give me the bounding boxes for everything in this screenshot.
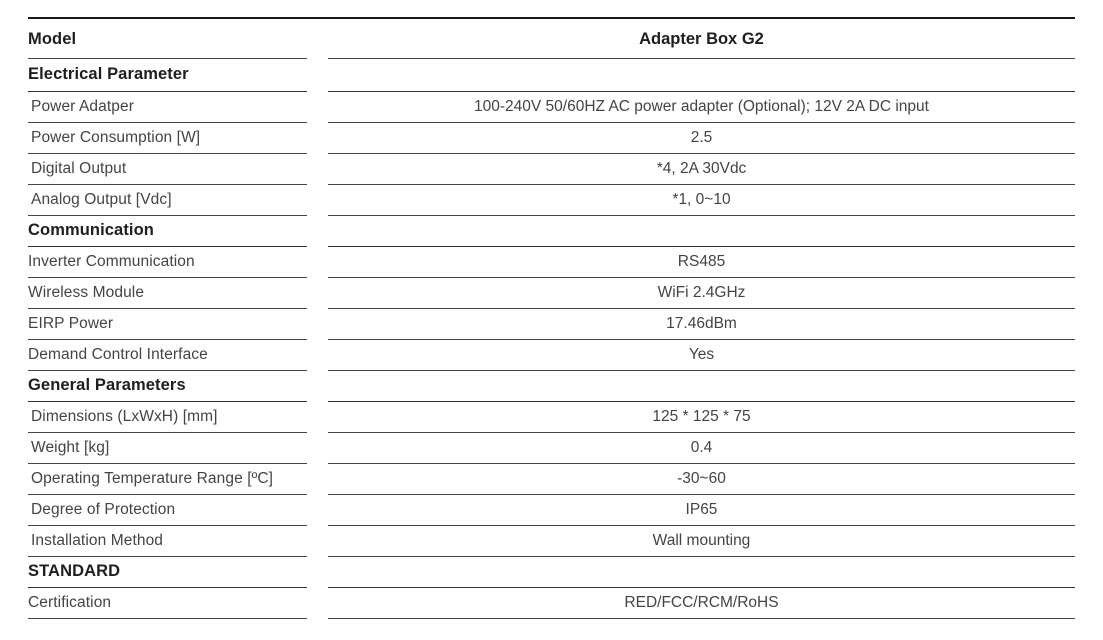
spec-label: Installation Method <box>31 531 164 549</box>
spec-row-dimensions: Dimensions (LxWxH) [mm] 125 * 125 * 75 <box>28 401 1075 433</box>
row-divider <box>28 339 307 340</box>
header-row: Model Adapter Box G2 <box>28 20 1075 59</box>
spec-value: RS485 <box>677 252 726 270</box>
row-divider <box>328 432 1075 433</box>
spec-label: Operating Temperature Range [ºC] <box>31 469 274 487</box>
spec-row-power-consumption: Power Consumption [W] 2.5 <box>28 122 1075 154</box>
row-divider <box>28 618 307 619</box>
row-divider <box>328 556 1075 557</box>
model-label: Model <box>28 29 77 48</box>
row-divider <box>28 91 307 92</box>
row-divider <box>328 122 1075 123</box>
section-standard: STANDARD <box>28 556 1075 588</box>
row-divider <box>328 339 1075 340</box>
spec-row-weight: Weight [kg] 0.4 <box>28 432 1075 464</box>
spec-value: 125 * 125 * 75 <box>652 407 751 425</box>
section-title: General Parameters <box>28 376 186 394</box>
row-divider <box>328 91 1075 92</box>
spec-label: Analog Output [Vdc] <box>31 190 172 208</box>
row-divider <box>28 215 307 216</box>
spec-row-certification: Certification RED/FCC/RCM/RoHS <box>28 587 1075 619</box>
spec-row-power-adapter: Power Adatper 100-240V 50/60HZ AC power … <box>28 91 1075 123</box>
row-divider <box>28 246 307 247</box>
spec-row-inverter-communication: Inverter Communication RS485 <box>28 246 1075 278</box>
spec-value: 100-240V 50/60HZ AC power adapter (Optio… <box>474 97 929 115</box>
row-divider <box>28 370 307 371</box>
section-electrical-parameter: Electrical Parameter <box>28 58 1075 92</box>
spec-value: 17.46dBm <box>666 314 737 332</box>
section-title: Communication <box>28 221 154 239</box>
spec-row-digital-output: Digital Output *4, 2A 30Vdc <box>28 153 1075 185</box>
spec-value: RED/FCC/RCM/RoHS <box>624 593 779 611</box>
row-divider <box>28 277 307 278</box>
row-divider <box>328 370 1075 371</box>
row-divider <box>28 58 307 59</box>
row-divider <box>28 525 307 526</box>
spec-row-demand-control: Demand Control Interface Yes <box>28 339 1075 371</box>
row-divider <box>328 308 1075 309</box>
row-divider <box>328 401 1075 402</box>
spec-label: Wireless Module <box>28 283 145 301</box>
row-divider <box>28 122 307 123</box>
row-divider <box>28 184 307 185</box>
row-divider <box>328 246 1075 247</box>
row-divider <box>328 525 1075 526</box>
spec-value: -30~60 <box>677 469 726 487</box>
model-value: Adapter Box G2 <box>639 29 764 48</box>
spec-label: Degree of Protection <box>31 500 176 518</box>
spec-label: Power Consumption [W] <box>31 128 201 146</box>
spec-label: EIRP Power <box>28 314 114 332</box>
spec-row-degree-of-protection: Degree of Protection IP65 <box>28 494 1075 526</box>
row-divider <box>328 215 1075 216</box>
spec-value: Wall mounting <box>652 531 751 549</box>
section-communication: Communication <box>28 215 1075 247</box>
spec-value: Yes <box>688 345 715 363</box>
row-divider <box>28 308 307 309</box>
row-divider <box>328 587 1075 588</box>
spec-row-operating-temperature: Operating Temperature Range [ºC] -30~60 <box>28 463 1075 495</box>
row-divider <box>328 153 1075 154</box>
spec-row-analog-output: Analog Output [Vdc] *1, 0~10 <box>28 184 1075 216</box>
row-divider <box>328 277 1075 278</box>
spec-row-wireless-module: Wireless Module WiFi 2.4GHz <box>28 277 1075 309</box>
row-divider <box>28 401 307 402</box>
section-title: Electrical Parameter <box>28 65 189 83</box>
spec-value: *4, 2A 30Vdc <box>656 159 747 177</box>
spec-label: Weight [kg] <box>31 438 110 456</box>
spec-value: WiFi 2.4GHz <box>657 283 746 301</box>
spec-row-installation-method: Installation Method Wall mounting <box>28 525 1075 557</box>
section-general-parameters: General Parameters <box>28 370 1075 402</box>
spec-label: Demand Control Interface <box>28 345 208 363</box>
row-divider <box>28 463 307 464</box>
spec-value: 2.5 <box>690 128 713 146</box>
row-divider <box>28 432 307 433</box>
top-rule <box>28 17 1075 19</box>
row-divider <box>328 618 1075 619</box>
spec-label: Power Adatper <box>31 97 134 115</box>
spec-row-eirp-power: EIRP Power 17.46dBm <box>28 308 1075 340</box>
row-divider <box>28 587 307 588</box>
spec-value: *1, 0~10 <box>672 190 731 208</box>
row-divider <box>328 494 1075 495</box>
row-divider <box>328 58 1075 59</box>
row-divider <box>328 184 1075 185</box>
spec-value: 0.4 <box>690 438 713 456</box>
row-divider <box>328 463 1075 464</box>
spec-label: Dimensions (LxWxH) [mm] <box>31 407 218 425</box>
spec-label: Certification <box>28 593 112 611</box>
row-divider <box>28 556 307 557</box>
section-title: STANDARD <box>28 562 121 580</box>
spec-value: IP65 <box>685 500 718 518</box>
row-divider <box>28 494 307 495</box>
spec-label: Digital Output <box>31 159 127 177</box>
row-divider <box>28 153 307 154</box>
spec-label: Inverter Communication <box>28 252 195 270</box>
